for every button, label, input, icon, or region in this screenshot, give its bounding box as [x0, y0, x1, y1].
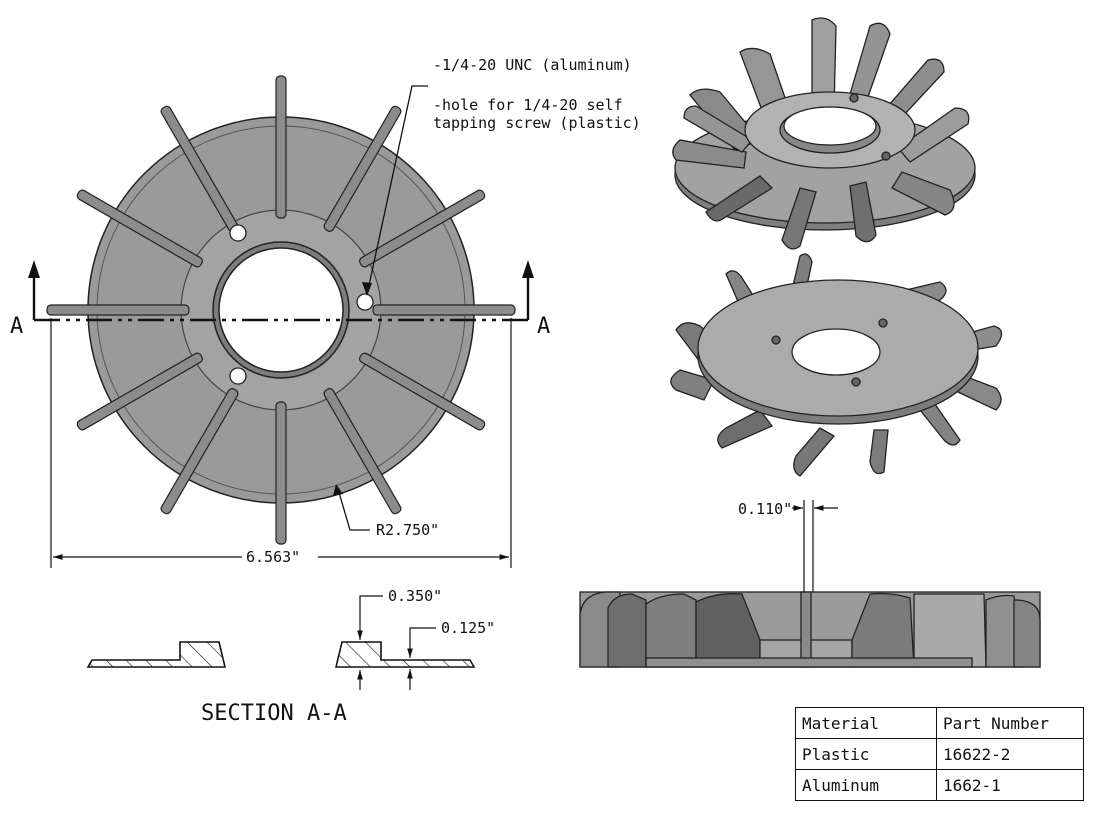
- table-row: Aluminum 1662-1: [795, 769, 1084, 801]
- table-row: Plastic 16622-2: [795, 738, 1084, 770]
- section-line: [28, 260, 534, 322]
- fan-fins: [46, 75, 516, 545]
- callout-hole-line2: tapping screw (plastic): [433, 114, 641, 132]
- header-part-number: Part Number: [936, 707, 1084, 739]
- callout-thread: -1/4-20 UNC (aluminum): [433, 56, 632, 74]
- plate-thickness-dimension: 0.125": [441, 619, 495, 637]
- part-number-cell: 1662-1: [936, 769, 1084, 801]
- side-view: [579, 591, 1041, 668]
- diameter-dimension: 6.563": [246, 548, 300, 566]
- isometric-top-view: [672, 17, 976, 250]
- mount-hole-1: [229, 224, 247, 242]
- section-left-profile: [86, 641, 227, 668]
- material-cell: Aluminum: [795, 769, 937, 801]
- front-view: [46, 75, 516, 545]
- material-cell: Plastic: [795, 738, 937, 770]
- radius-dimension: R2.750": [376, 521, 439, 539]
- section-dimensions: [357, 595, 436, 690]
- section-title: SECTION A-A: [201, 701, 347, 726]
- mount-hole-3: [229, 367, 247, 385]
- section-label-left: A: [10, 314, 23, 339]
- radius-leader: [333, 484, 370, 531]
- callout-hole-line1: -hole for 1/4-20 self: [433, 96, 623, 114]
- step-height-dimension: 0.350": [388, 587, 442, 605]
- mount-hole-2: [356, 293, 374, 311]
- isometric-bottom-view: [670, 253, 1003, 477]
- hole-callout-leader: [362, 85, 428, 296]
- table-header-row: Material Part Number: [795, 707, 1084, 739]
- fin-thickness-dimension-lines: [792, 500, 838, 592]
- header-material: Material: [795, 707, 937, 739]
- diameter-dimension-lines: [50, 318, 512, 568]
- section-label-right: A: [537, 314, 550, 339]
- fin-thickness-dimension: 0.110": [738, 500, 792, 518]
- material-table: Material Part Number Plastic 16622-2 Alu…: [795, 707, 1084, 801]
- section-right-profile: [334, 641, 476, 668]
- part-number-cell: 16622-2: [936, 738, 1084, 770]
